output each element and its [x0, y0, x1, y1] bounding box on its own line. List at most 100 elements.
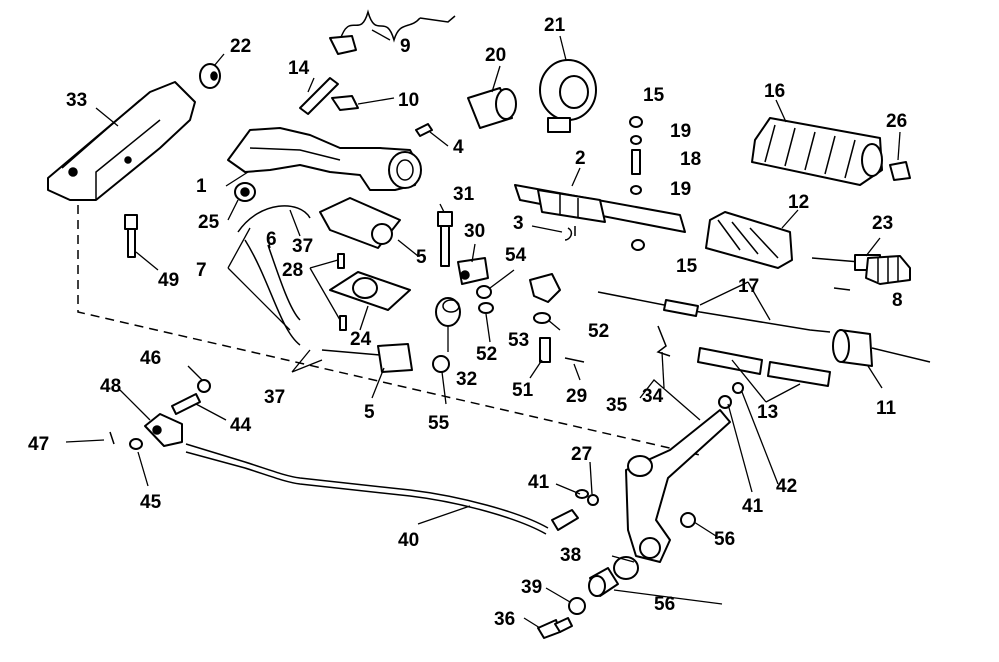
callout-22: 22: [230, 36, 251, 57]
callout-4: 4: [453, 137, 464, 158]
callout-2: 2: [575, 148, 586, 169]
callout-35: 35: [606, 395, 628, 416]
part-26-end-cap: [889, 161, 911, 181]
part-13-tube-upper: [697, 347, 763, 375]
part-6-7-wires: [237, 205, 311, 346]
alignment-dashed-line: [77, 190, 701, 456]
callout-56-lower: 56: [654, 594, 675, 615]
callout-32: 32: [456, 369, 477, 390]
callout-54: 54: [505, 245, 527, 266]
part-45-washer: [129, 438, 143, 450]
part-52-washer-right: [533, 312, 551, 324]
part-49-bolt: [124, 214, 138, 258]
part-3-spring-clip: [564, 226, 576, 241]
part-8-pin: [833, 287, 851, 291]
part-5-switch-lower: [321, 343, 413, 373]
part-36-bolt: [537, 617, 573, 639]
callout-39: 39: [521, 577, 542, 598]
part-51-pin: [539, 337, 551, 363]
callout-12: 12: [788, 192, 809, 213]
part-19-washer-bottom: [630, 185, 642, 195]
part-14-pin: [299, 77, 339, 115]
callout-15-upper: 15: [643, 85, 665, 106]
callout-10: 10: [398, 90, 419, 111]
callout-21: 21: [544, 15, 566, 36]
callout-37-upper: 37: [292, 236, 313, 257]
callout-28: 28: [282, 260, 303, 281]
callout-55: 55: [428, 413, 450, 434]
callout-42: 42: [776, 476, 797, 497]
callout-34: 34: [642, 386, 664, 407]
part-18-pin: [631, 149, 641, 175]
callout-27: 27: [571, 444, 592, 465]
part-47-clip: [109, 431, 115, 445]
callout-38: 38: [560, 545, 581, 566]
callout-13: 13: [757, 402, 778, 423]
callout-25: 25: [198, 212, 220, 233]
leader-lines: [65, 29, 901, 629]
callout-26: 26: [886, 111, 907, 132]
callout-47: 47: [28, 434, 49, 455]
part-24-plate: [329, 271, 411, 311]
callout-1: 1: [196, 176, 207, 197]
part-55-nut: [432, 355, 450, 373]
part-17-cable: [597, 291, 831, 333]
callout-11: 11: [876, 398, 897, 419]
part-32-spacer: [435, 297, 461, 327]
part-15-cap-top: [629, 116, 643, 128]
callout-51: 51: [512, 380, 534, 401]
part-33-pivot-bracket: [47, 81, 196, 201]
part-2-throttle-shaft: [514, 184, 686, 233]
callout-20: 20: [485, 45, 506, 66]
part-19-washer-top: [630, 135, 642, 145]
part-23-friction-knob: [811, 254, 911, 285]
callout-36: 36: [494, 609, 515, 630]
callout-14: 14: [288, 58, 310, 79]
part-35-shift-lever: [625, 409, 731, 563]
part-52-washer-left: [478, 302, 494, 314]
callout-8: 8: [892, 290, 903, 311]
callout-46: 46: [140, 348, 161, 369]
callout-24: 24: [350, 329, 372, 350]
part-4-pin: [415, 123, 433, 137]
part-44-stud: [171, 393, 201, 415]
callout-3: 3: [513, 213, 524, 234]
part-15-cap-bottom: [631, 239, 645, 251]
part-48-ball-joint: [144, 413, 183, 447]
part-46-nut: [197, 379, 211, 393]
part-11-cylinder: [832, 329, 931, 367]
callout-19-upper: 19: [670, 121, 691, 142]
part-13-tube-lower: [767, 361, 831, 387]
callout-5-lower: 5: [364, 402, 375, 423]
part-20-sleeve: [467, 87, 517, 129]
part-27-nut: [587, 494, 599, 506]
callout-19-lower: 19: [670, 179, 691, 200]
part-31-bolt: [437, 211, 453, 267]
part-5-switch-upper: [319, 197, 401, 249]
part-29-cotter-pin: [564, 357, 585, 363]
part-28-screw: [337, 253, 347, 331]
callout-49: 49: [158, 270, 179, 291]
callout-33: 33: [66, 90, 87, 111]
part-12-grip-insert: [705, 211, 793, 269]
callout-53: 53: [508, 330, 529, 351]
part-21-housing: [539, 59, 597, 133]
part-56-spacer-lower: [588, 567, 619, 597]
part-30-link: [457, 257, 489, 285]
callout-44: 44: [230, 415, 252, 436]
callout-41-left: 41: [528, 472, 550, 493]
callout-41-right: 41: [742, 496, 764, 517]
callout-29: 29: [566, 386, 587, 407]
callout-52-left: 52: [476, 344, 497, 365]
callout-15-lower: 15: [676, 256, 698, 277]
part-16-handle-grip: [751, 117, 883, 186]
callout-9: 9: [400, 36, 411, 57]
part-56-washer-upper: [680, 512, 696, 528]
part-41-washer-left: [575, 489, 589, 499]
part-53-lever: [529, 273, 561, 303]
part-9-spring: [329, 9, 456, 55]
part-38-bushing: [613, 556, 639, 580]
callout-23: 23: [872, 213, 893, 234]
part-1-handle-bracket: [227, 127, 422, 191]
